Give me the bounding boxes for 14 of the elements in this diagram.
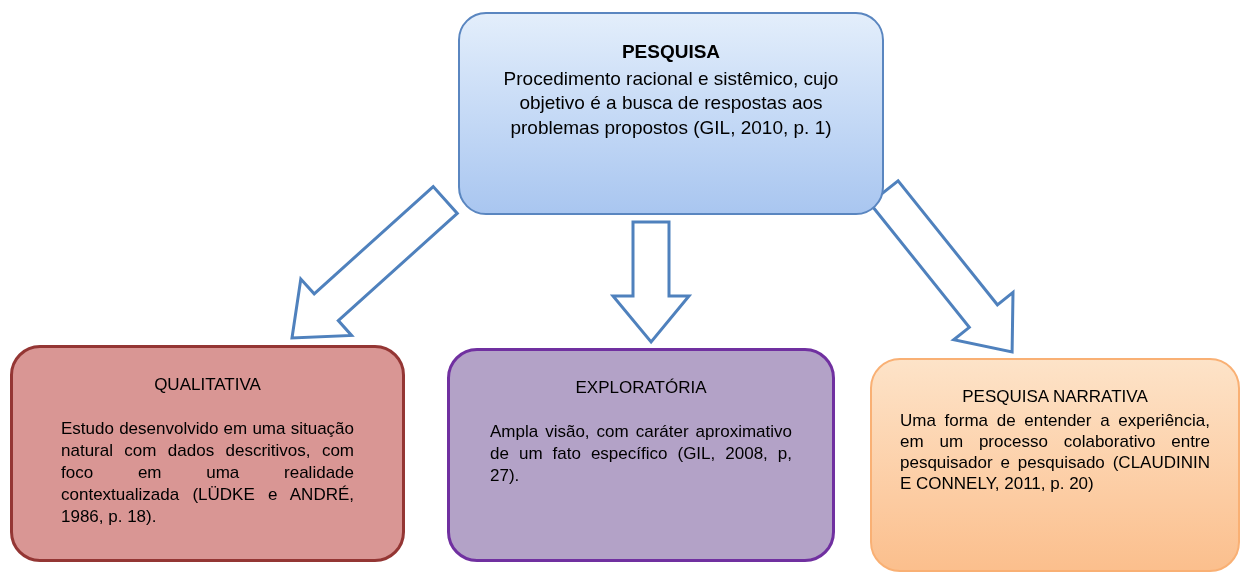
block-arrow	[609, 220, 693, 345]
process-box	[458, 12, 884, 215]
box-description: Uma forma de entender a experiência, em um processo colaborativo entre pesquisador e pesquisado (CLAUDININ E CONNELY, 2011, p. 20)	[900, 409, 1210, 495]
box-heading: PESQUISA NARRATIVA	[961, 386, 1149, 408]
process-box	[10, 345, 405, 562]
box-heading: QUALITATIVA	[153, 374, 262, 396]
box-description: Ampla visão, com caráter aproximativo de um fato específico (GIL, 2008, p, 27).	[490, 420, 792, 487]
block-arrow	[290, 184, 460, 340]
box-heading: EXPLORATÓRIA	[574, 377, 708, 399]
box-heading: PESQUISA	[620, 40, 722, 64]
process-box	[870, 358, 1240, 572]
process-box	[447, 348, 835, 562]
box-description: Procedimento racional e sistêmico, cujo objetivo é a busca de respostas aos problemas propostos (GIL, 2010, p. 1)	[502, 66, 840, 140]
box-description: Estudo desenvolvido em uma situação natural com dados descritivos, com foco em uma realidade contextualizada (LÜDKE e ANDRÉ, 1986, p. 18).	[61, 417, 354, 528]
